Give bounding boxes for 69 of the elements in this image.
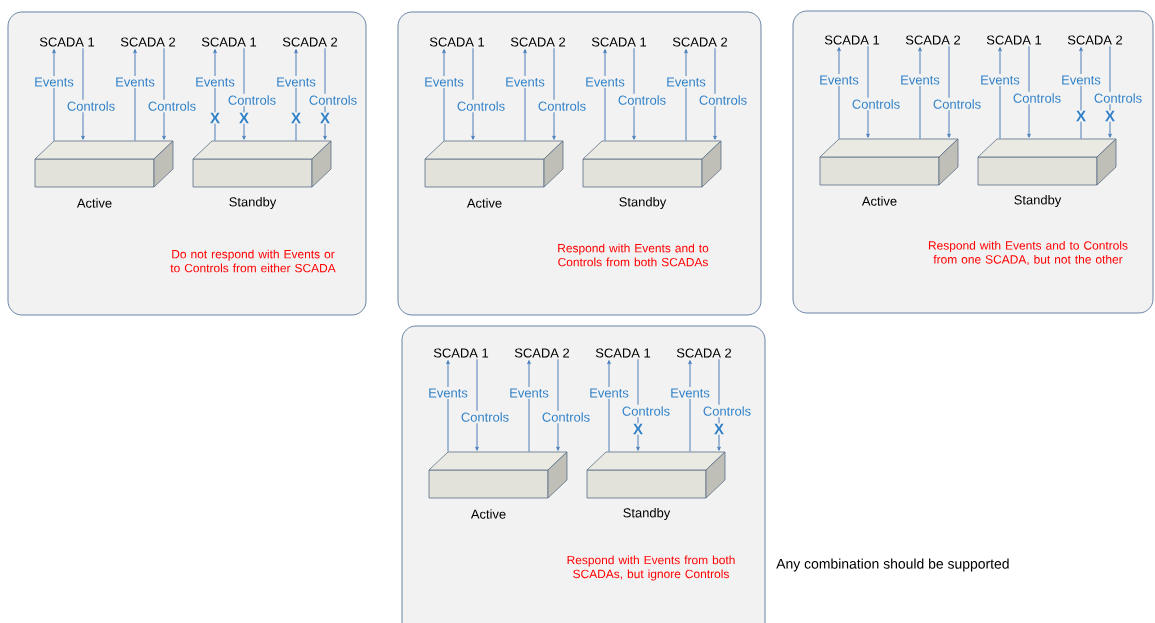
scada-label: SCADA 2 [1067, 35, 1123, 45]
device-label: Standby [1014, 194, 1062, 208]
blocked-mark: X [209, 112, 221, 124]
arrow [323, 47, 327, 140]
arrow [918, 47, 922, 140]
device-label: Standby [619, 196, 667, 210]
scada-label: SCADA 1 [824, 35, 880, 45]
blocked-mark: X [290, 112, 302, 124]
arrow [475, 358, 479, 451]
scada-label: SCADA 1 [591, 37, 647, 47]
note-text: Any combination should be supported [776, 558, 1009, 572]
arrow [81, 47, 85, 140]
arrow [636, 358, 640, 451]
arrow [1108, 45, 1112, 138]
scada-label: SCADA 2 [282, 37, 338, 47]
arrow [1027, 45, 1031, 138]
blocked-mark: X [713, 423, 725, 435]
blocked-mark: X [1104, 110, 1116, 122]
arrow [837, 47, 841, 140]
scada-label: SCADA 2 [672, 37, 728, 47]
arrow [607, 360, 611, 453]
arrow [688, 360, 692, 453]
arrow [471, 47, 475, 140]
arrow [632, 47, 636, 140]
arrow [242, 47, 246, 140]
arrow [713, 47, 717, 140]
blocked-mark: X [1075, 110, 1087, 122]
arrow [442, 49, 446, 142]
device-label: Active [861, 196, 897, 206]
device-label: Standby [623, 507, 671, 521]
arrow [52, 49, 56, 142]
arrow [998, 47, 1002, 140]
device-label: Standby [229, 196, 277, 210]
blocked-mark: X [632, 423, 644, 435]
device-label: Active [466, 198, 502, 208]
blocked-mark: X [319, 112, 331, 124]
scada-label: SCADA 1 [39, 37, 95, 47]
note-text: Respond with Events from both SCADAs, but ignore Controls [567, 555, 735, 581]
note-text: Do not respond with Events or to Controls from either SCADA [170, 249, 336, 273]
arrow [866, 45, 870, 138]
arrow [133, 49, 137, 142]
arrow [556, 358, 560, 451]
scada-label: SCADA 2 [514, 348, 570, 358]
scada-label: SCADA 1 [986, 35, 1042, 45]
arrow [947, 45, 951, 138]
device-label: Active [470, 509, 506, 519]
note-text: Respond with Events and to Controls from one SCADA, but not the other [929, 240, 1128, 266]
note-text: Respond with Events and to Controls from both SCADAs [558, 243, 709, 267]
blocked-mark: X [238, 112, 250, 124]
scada-label: SCADA 1 [433, 348, 489, 358]
arrow [684, 49, 688, 142]
arrow [446, 360, 450, 453]
arrow [603, 49, 607, 142]
arrow [717, 358, 721, 451]
arrow [162, 47, 166, 140]
arrow [1079, 47, 1083, 140]
scada-label: SCADA 1 [595, 348, 651, 358]
arrow [527, 360, 531, 453]
scada-label: SCADA 2 [510, 37, 566, 47]
scada-label: SCADA 2 [676, 348, 732, 358]
device-label: Active [76, 198, 112, 208]
arrow [552, 47, 556, 140]
arrow [213, 49, 217, 142]
scada-label: SCADA 2 [905, 35, 961, 45]
scada-label: SCADA 1 [201, 37, 257, 47]
arrow [294, 49, 298, 142]
arrow [523, 49, 527, 142]
scada-label: SCADA 2 [120, 37, 176, 47]
scada-label: SCADA 1 [429, 37, 485, 47]
